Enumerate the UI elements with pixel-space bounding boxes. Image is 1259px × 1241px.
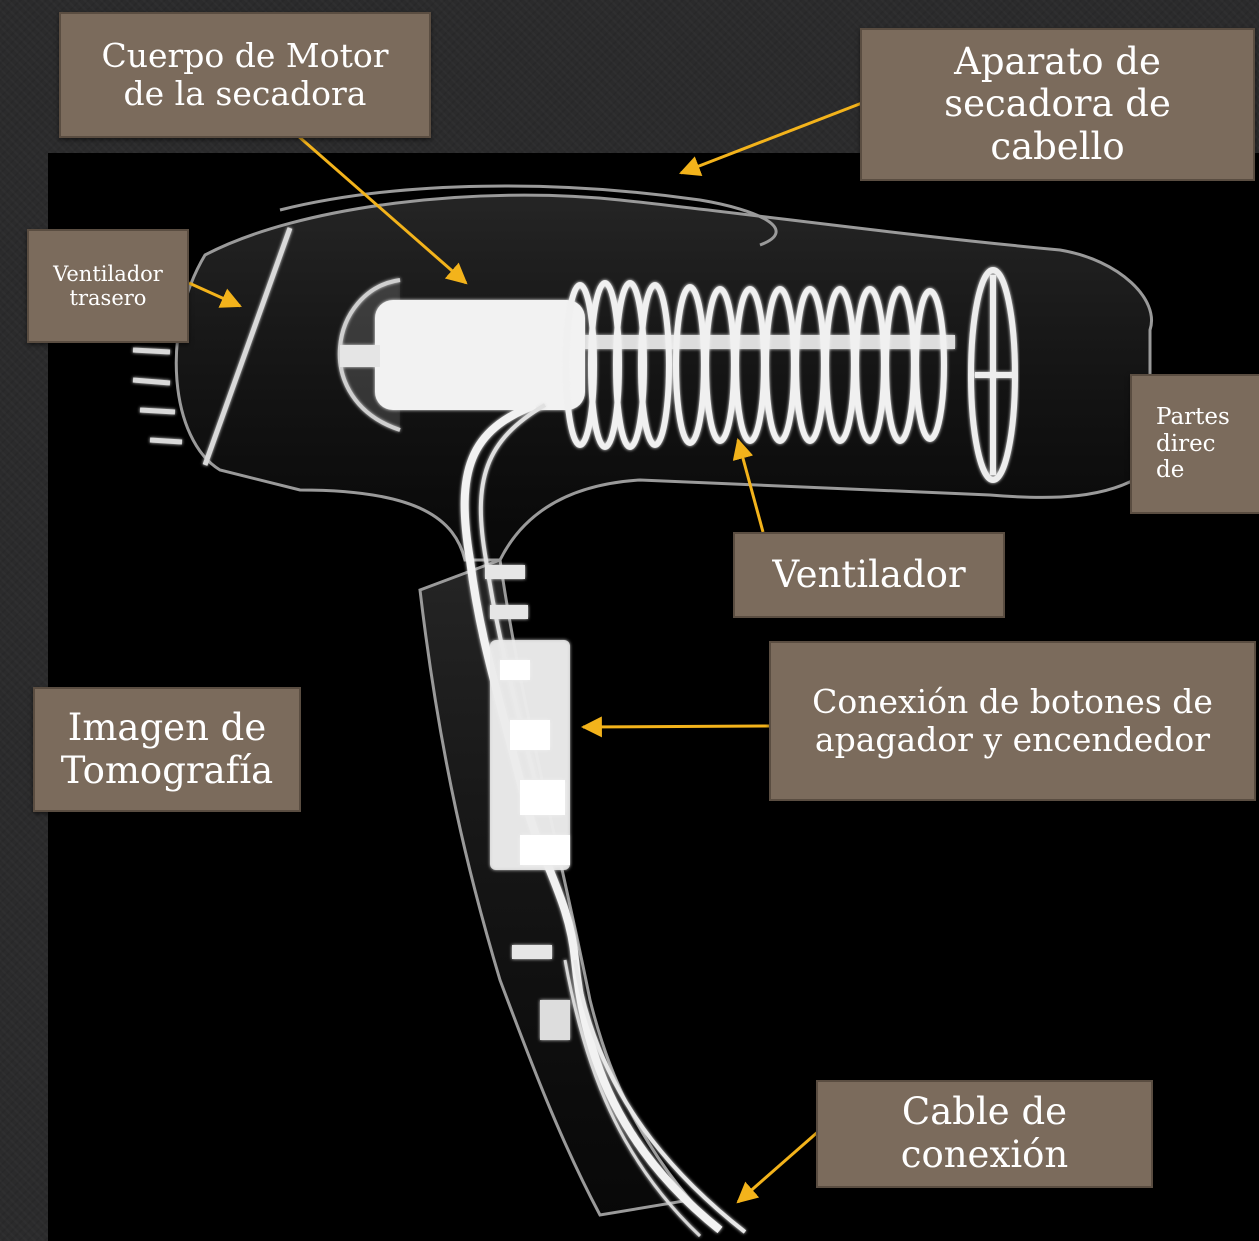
label-image-type: Imagen de Tomografía bbox=[33, 687, 301, 812]
label-cable: Cable de conexión bbox=[816, 1080, 1153, 1188]
arrow-cable bbox=[736, 1128, 821, 1204]
label-device: Aparato de secadora de cabello bbox=[860, 28, 1255, 181]
arrow-motor-body bbox=[296, 133, 468, 285]
label-motor-body: Cuerpo de Motor de la secadora bbox=[59, 12, 431, 138]
front-nozzle bbox=[968, 267, 1018, 483]
label-switch-connection: Conexión de botones de apagador y encend… bbox=[769, 641, 1256, 801]
arrow-switch-connection bbox=[580, 716, 770, 738]
arrow-fan bbox=[732, 437, 765, 533]
handle-wiring bbox=[460, 401, 747, 1238]
arrow-device bbox=[679, 101, 863, 176]
label-directional-parts: Partes direc de bbox=[1130, 374, 1259, 514]
label-fan: Ventilador bbox=[733, 532, 1005, 618]
heating-coil bbox=[563, 280, 947, 450]
label-rear-fan: Ventilador trasero bbox=[27, 229, 189, 343]
arrow-rear-fan bbox=[188, 281, 242, 308]
callout-arrows bbox=[188, 101, 863, 1204]
